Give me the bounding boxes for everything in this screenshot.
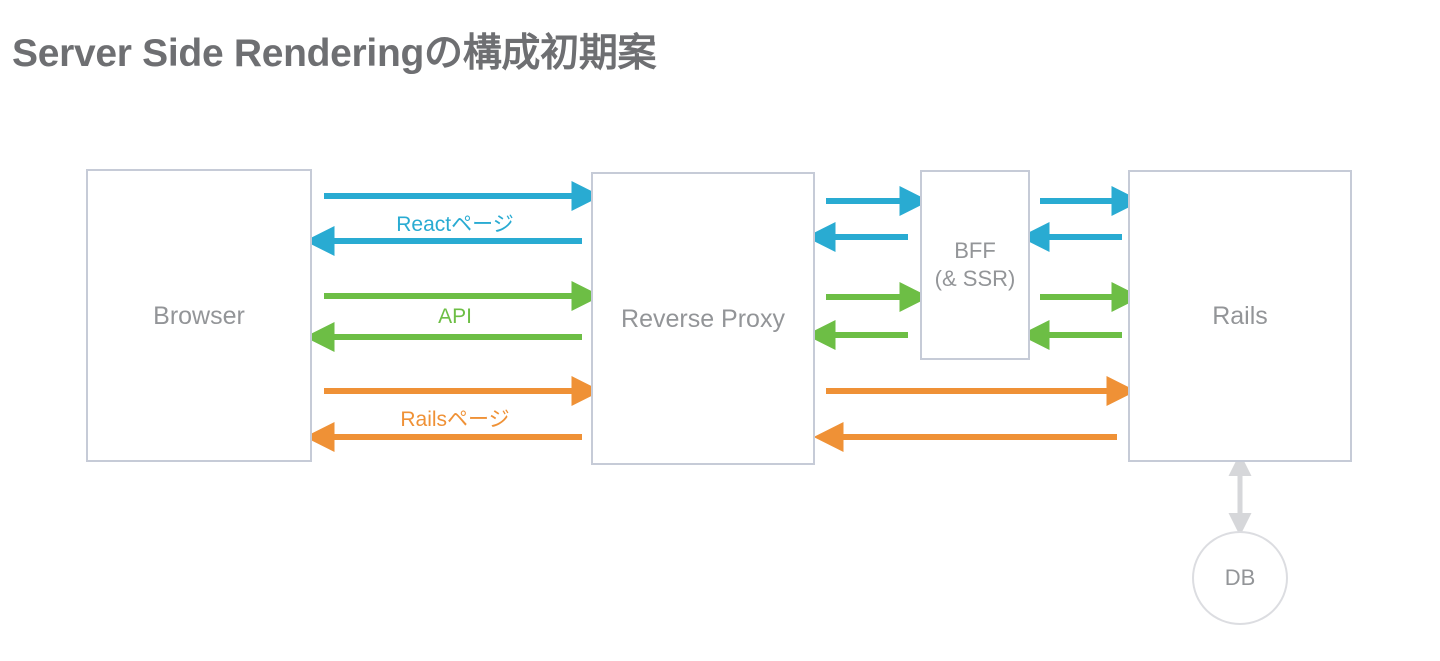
node-reverse-proxy[interactable]: Reverse Proxy	[591, 172, 815, 465]
node-browser-label: Browser	[153, 301, 245, 330]
node-browser[interactable]: Browser	[86, 169, 312, 462]
node-bff-text: BFF (& SSR)	[935, 237, 1016, 293]
node-reverse-proxy-label: Reverse Proxy	[621, 304, 785, 333]
page-title: Server Side Renderingの構成初期案	[12, 32, 657, 75]
node-db[interactable]: DB	[1192, 531, 1288, 625]
flow-label-react-page: Reactページ	[396, 213, 514, 236]
node-rails[interactable]: Rails	[1128, 170, 1352, 462]
node-rails-label: Rails	[1212, 302, 1268, 330]
flow-label-rails-page: Railsページ	[400, 408, 510, 431]
flow-label-api: API	[438, 305, 472, 328]
node-db-label: DB	[1224, 565, 1256, 590]
node-bff[interactable]: BFF (& SSR)	[920, 170, 1030, 360]
node-bff-label: BFF	[954, 237, 996, 263]
node-bff-sublabel: (& SSR)	[934, 266, 1016, 291]
